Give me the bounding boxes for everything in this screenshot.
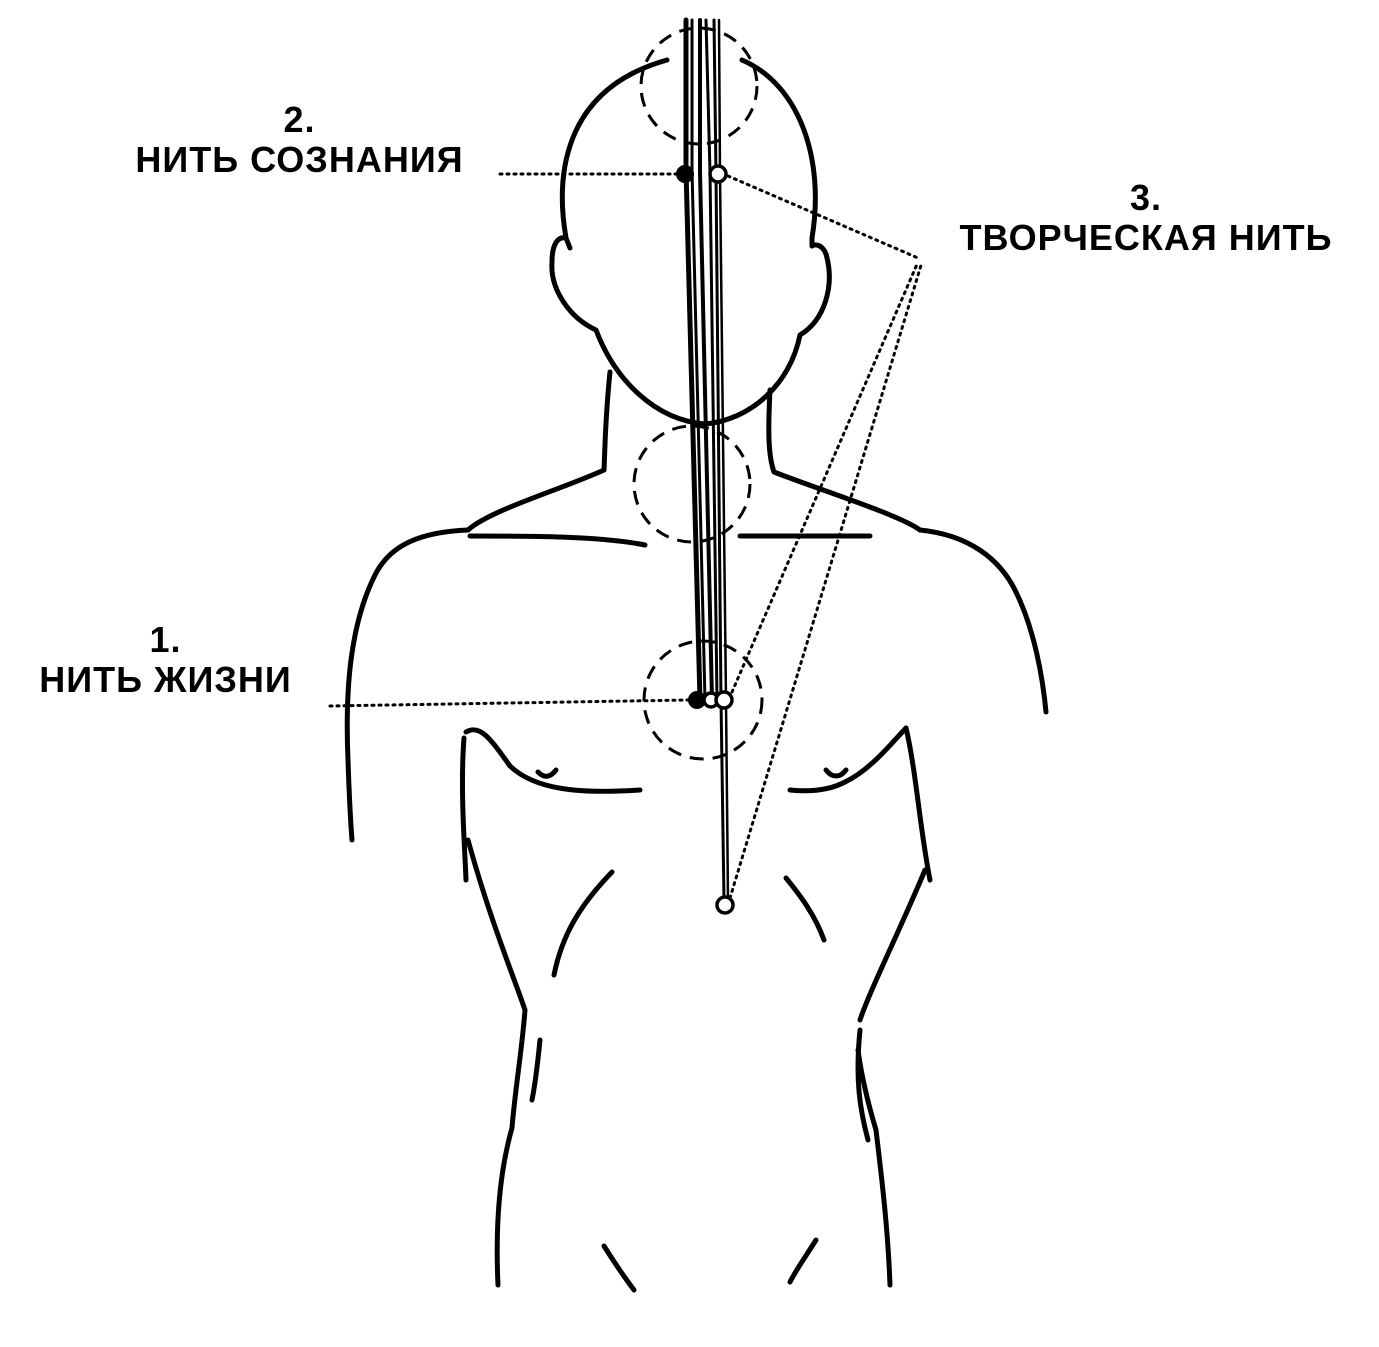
right-hip-line bbox=[787, 1237, 819, 1285]
leader-creative-heart bbox=[730, 260, 920, 694]
throat-centre-circle bbox=[632, 424, 752, 544]
left-hip-line bbox=[601, 1243, 637, 1293]
threads bbox=[676, 17, 735, 915]
left-rib-outline bbox=[551, 869, 615, 978]
creative-knot-lower bbox=[715, 895, 735, 915]
chest-outline bbox=[463, 725, 909, 794]
label-life-text: НИТЬ ЖИЗНИ bbox=[39, 659, 292, 700]
label-consciousness-number: 2. bbox=[283, 99, 316, 140]
leader-creative-lower bbox=[728, 260, 924, 900]
label-creative-number: 3. bbox=[1129, 177, 1163, 218]
right-nipple bbox=[823, 767, 849, 779]
label-life-thread: 1. НИТЬ ЖИЗНИ bbox=[18, 620, 313, 700]
consciousness-knot bbox=[676, 165, 694, 183]
label-creative-text: ТВОРЧЕСКАЯ НИТЬ bbox=[959, 217, 1333, 258]
thread-consciousness bbox=[698, 18, 714, 702]
body-outline bbox=[344, 57, 1049, 1293]
left-nipple bbox=[535, 767, 559, 779]
creative-knot-head bbox=[708, 164, 728, 184]
label-consciousness-text: НИТЬ СОЗНАНИЯ bbox=[135, 139, 464, 180]
collarbone-outline bbox=[467, 533, 873, 548]
torso-left-outline bbox=[459, 735, 543, 1288]
head-outline bbox=[549, 57, 832, 427]
leader-life bbox=[328, 698, 690, 708]
right-rib-outline bbox=[783, 875, 827, 943]
left-arm-outline bbox=[344, 527, 471, 843]
neck-outline bbox=[465, 369, 923, 533]
torso-right-outline bbox=[855, 725, 933, 1288]
thread-creative-2 bbox=[717, 18, 730, 902]
right-arm-outline bbox=[917, 527, 1049, 715]
leader-lines bbox=[328, 172, 924, 900]
label-consciousness-thread: 2. НИТЬ СОЗНАНИЯ bbox=[112, 100, 487, 180]
label-life-number: 1. bbox=[149, 619, 182, 660]
thread-creative bbox=[712, 18, 726, 902]
creative-knot-heart bbox=[714, 690, 734, 710]
leader-creative-head bbox=[726, 174, 920, 260]
label-creative-thread: 3. ТВОРЧЕСКАЯ НИТЬ bbox=[936, 178, 1356, 258]
head-centre-circle bbox=[639, 26, 759, 146]
